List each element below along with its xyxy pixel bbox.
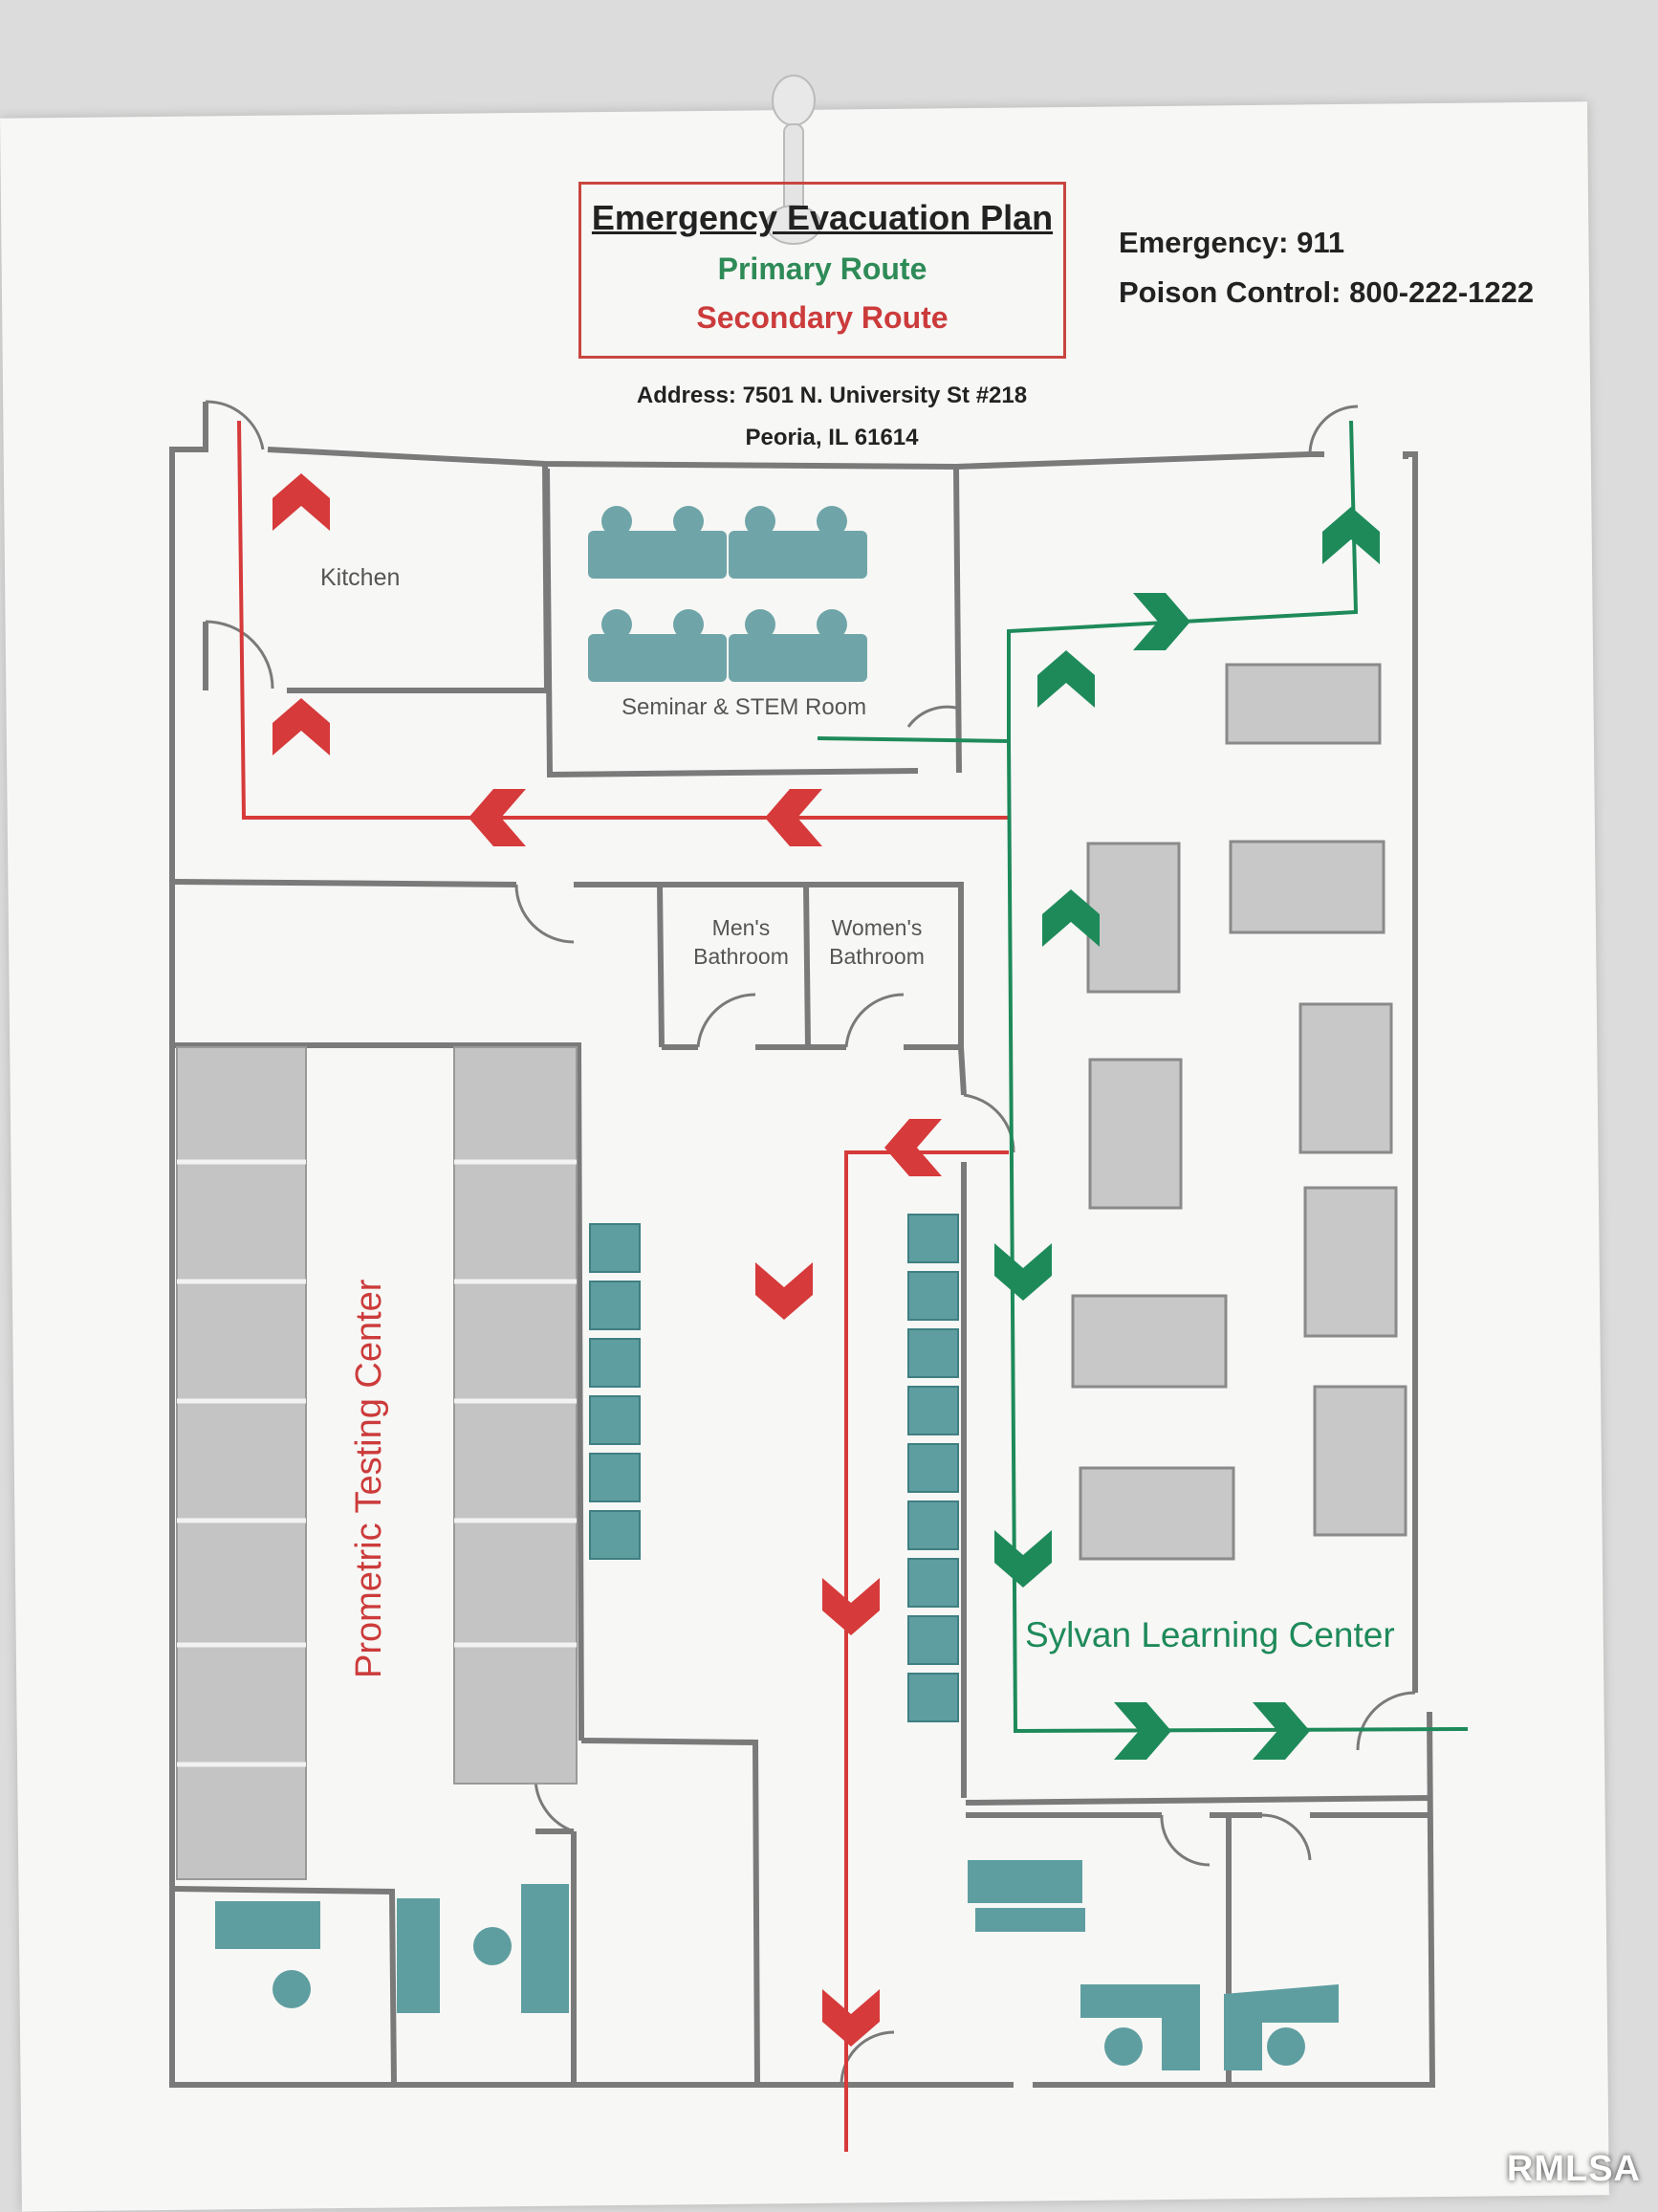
waiting-chairs [589, 1214, 959, 1722]
legend-secondary-route: Secondary Route [696, 300, 949, 335]
seminar-tables [588, 506, 867, 682]
primary-route-line [817, 420, 1469, 1734]
doors [205, 400, 1416, 2086]
room-label-prometric: Prometric Testing Center [349, 1279, 389, 1678]
emergency-number: Emergency: 911 [1119, 226, 1345, 259]
plan-title: Emergency Evacuation Plan [591, 198, 1054, 237]
address-line-1: Address: 7501 N. University St #218 [636, 383, 1028, 408]
office-furniture [215, 1860, 1339, 2070]
room-label-mens-2: Bathroom [693, 944, 789, 969]
watermark-text: RMLSA [1506, 2149, 1641, 2189]
address-line-2: Peoria, IL 61614 [745, 425, 919, 450]
sylvan-desks [1071, 663, 1407, 1561]
room-label-kitchen: Kitchen [320, 564, 400, 591]
poison-control-number: Poison Control: 800-222-1222 [1119, 275, 1535, 309]
walls [169, 402, 1436, 2088]
room-label-womens-1: Women's [832, 915, 923, 940]
secondary-route-line [237, 420, 1009, 2152]
legend-primary-route: Primary Route [717, 252, 927, 286]
emergency-contacts: Emergency: 911 Poison Control: 800-222-1… [1119, 218, 1534, 318]
pushpin-icon [766, 75, 821, 245]
address-block: Address: 7501 N. University St #218 Peor… [612, 375, 1052, 459]
room-label-seminar: Seminar & STEM Room [622, 694, 866, 720]
room-label-womens-2: Bathroom [829, 944, 925, 969]
room-label-sylvan: Sylvan Learning Center [1025, 1615, 1395, 1654]
prometric-cubicles [176, 1046, 578, 1880]
room-label-mens-1: Men's [712, 915, 771, 940]
title-legend-box: Emergency Evacuation Plan Primary Route … [578, 182, 1066, 359]
cubicle-dividers [177, 1159, 577, 1767]
